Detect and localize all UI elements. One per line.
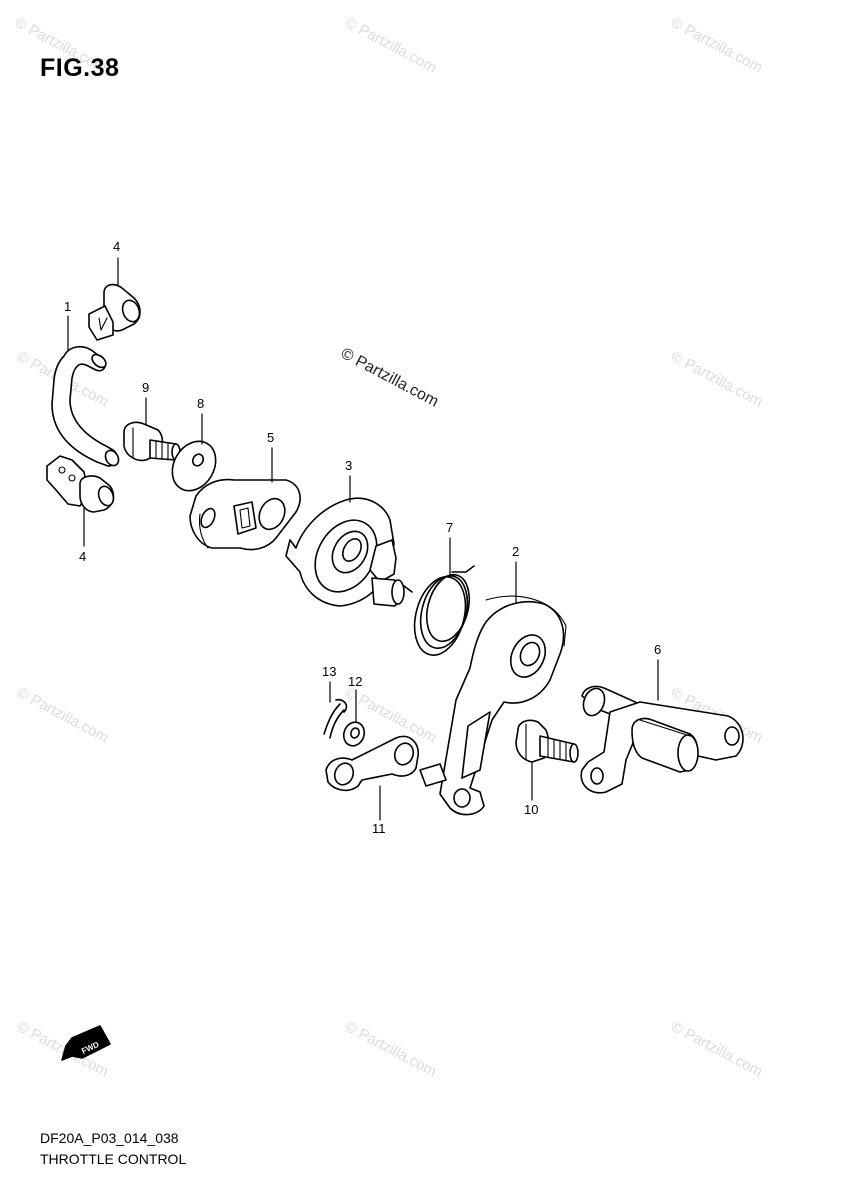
callout-3: 3 [345,458,352,473]
callout-2: 2 [512,544,519,559]
callout-11: 11 [372,821,386,836]
part-13-cotter-pin[interactable] [323,698,348,739]
figure-label: FIG.38 [40,54,120,82]
part-5-plate[interactable] [189,478,301,551]
part-11-link-arm[interactable] [325,735,420,792]
fwd-arrow-icon: FWD [61,1025,111,1061]
callout-4-upper: 4 [113,239,120,254]
callout-10: 10 [524,802,538,817]
part-4-lower-clip[interactable] [46,455,116,513]
part-3-cam[interactable] [285,497,405,607]
part-4-upper-clip[interactable] [88,283,142,341]
leader-lines [67,257,659,821]
part-1-hose[interactable] [51,346,121,468]
callout-1: 1 [64,299,71,314]
callouts: 4 1 9 8 5 3 7 2 6 13 12 11 10 4 [64,239,661,836]
callout-13: 13 [322,664,336,679]
part-2-throttle-lever[interactable] [419,595,567,816]
callout-9: 9 [142,380,149,395]
part-12-small-washer[interactable] [340,719,367,748]
part-9-bolt[interactable] [123,421,181,462]
drawing-code: DF20A_P03_014_038 [40,1130,179,1146]
part-6-bracket[interactable] [580,685,744,794]
part-10-bolt[interactable] [515,719,579,763]
callout-5: 5 [267,430,274,445]
callout-7: 7 [446,520,453,535]
callout-6: 6 [654,642,661,657]
part-7-spring[interactable] [403,565,476,661]
part-8-washer[interactable] [164,433,225,498]
callout-4-lower: 4 [79,549,86,564]
callout-8: 8 [197,396,204,411]
drawing-title: THROTTLE CONTROL [40,1151,187,1167]
callout-12: 12 [348,674,362,689]
